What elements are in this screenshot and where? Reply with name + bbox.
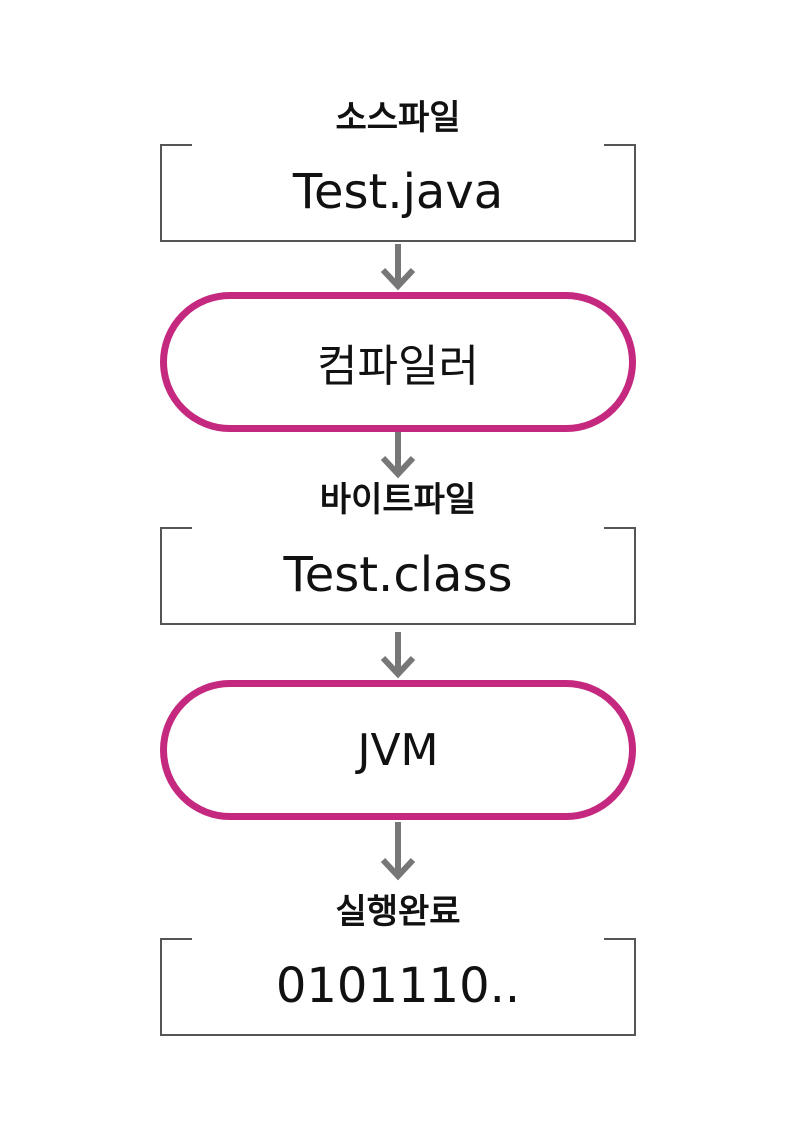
compiler-label: 컴파일러 (317, 341, 479, 392)
box-corner (604, 527, 634, 529)
source-file-name: Test.java (292, 164, 504, 220)
byte-file-box: Test.class (160, 527, 636, 625)
box-corner (162, 527, 192, 529)
output-value: 0101110.. (275, 958, 521, 1014)
arrow-down-icon (380, 244, 416, 291)
output-box: 0101110.. (160, 938, 636, 1036)
byte-file-name: Test.class (283, 547, 513, 603)
box-corner (604, 144, 634, 146)
byte-file-label: 바이트파일 (319, 480, 477, 520)
jvm-stage: JVM (160, 680, 636, 820)
arrow-down-icon (380, 432, 416, 479)
jvm-label: JVM (357, 724, 439, 776)
arrow-down-icon (380, 822, 416, 881)
box-corner (162, 938, 192, 940)
execution-complete-label: 실행완료 (335, 892, 461, 932)
source-file-box: Test.java (160, 144, 636, 242)
source-file-label: 소스파일 (335, 98, 461, 138)
compiler-stage: 컴파일러 (160, 292, 636, 432)
box-corner (162, 144, 192, 146)
box-corner (604, 938, 634, 940)
arrow-down-icon (380, 632, 416, 679)
